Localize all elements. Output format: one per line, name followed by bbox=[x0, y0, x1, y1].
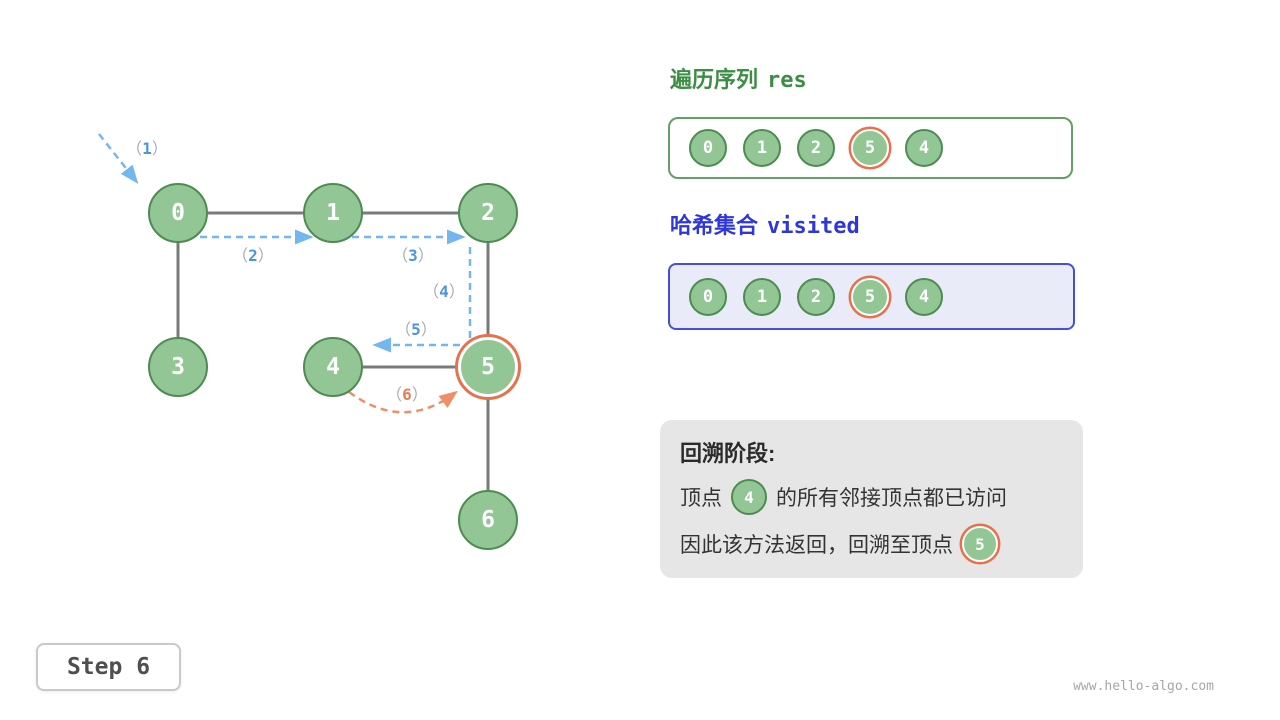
step-indicator-label: Step 6 bbox=[66, 654, 151, 680]
arrow-label-5-open: （ bbox=[395, 320, 412, 339]
arrow-label-4-num: 4 bbox=[439, 282, 449, 301]
visited-item-4: 4 bbox=[905, 277, 943, 316]
step-indicator: Step 6 bbox=[36, 643, 181, 691]
inline-node-5-label: 5 bbox=[975, 534, 985, 554]
res-item-0: 0 bbox=[689, 129, 727, 167]
arrow-label-1-open: （ bbox=[126, 139, 143, 158]
arrow-label-6-open: （ bbox=[386, 385, 403, 404]
graph-node-3: 3 bbox=[148, 337, 208, 397]
graph-node-0: 0 bbox=[148, 183, 208, 243]
graph-node-4-label: 4 bbox=[326, 354, 340, 380]
arrow-label-3-close: ） bbox=[417, 246, 434, 265]
res-item-4-label: 4 bbox=[918, 138, 930, 158]
res-item-2: 2 bbox=[797, 129, 835, 167]
arrow-label-1-num: 1 bbox=[142, 139, 152, 158]
arrow-label-6-close: ） bbox=[411, 385, 428, 404]
arrow-label-5-close: ） bbox=[420, 320, 437, 339]
backtrack-line-1: 顶点 4 的所有邻接顶点都已访问 bbox=[680, 479, 1063, 515]
res-title-code: res bbox=[767, 68, 807, 93]
inline-node-5-highlighted: 5 bbox=[962, 526, 998, 562]
traverse-arrow-1 bbox=[98, 133, 139, 184]
arrow-label-5-num: 5 bbox=[411, 320, 421, 339]
res-title-cjk: 遍历序列 bbox=[670, 67, 759, 92]
res-list-box: 0 1 2 5 4 bbox=[668, 117, 1073, 179]
visited-item-3-label: 5 bbox=[864, 286, 876, 307]
arrow-label-3-num: 3 bbox=[408, 246, 418, 265]
backtrack-line-2: 因此该方法返回，回溯至顶点 5 bbox=[680, 526, 1063, 562]
graph-node-1-label: 1 bbox=[326, 200, 340, 226]
graph-node-6-label: 6 bbox=[481, 507, 495, 533]
graph-node-2: 2 bbox=[458, 183, 518, 243]
res-item-3-label: 5 bbox=[864, 138, 876, 158]
arrow-label-6: （6） bbox=[386, 381, 428, 405]
arrow-label-4: （4） bbox=[423, 278, 465, 302]
graph-node-5-label: 5 bbox=[481, 354, 495, 380]
visited-item-4-label: 4 bbox=[918, 286, 930, 307]
visited-item-1-label: 1 bbox=[756, 286, 768, 307]
arrow-label-4-open: （ bbox=[423, 282, 440, 301]
visited-panel-title: 哈希集合 visited bbox=[670, 208, 860, 240]
arrow-label-3-open: （ bbox=[392, 246, 409, 265]
graph-node-1: 1 bbox=[303, 183, 363, 243]
res-item-1: 1 bbox=[743, 129, 781, 167]
res-item-1-label: 1 bbox=[756, 138, 768, 158]
backtrack-title: 回溯阶段: bbox=[680, 441, 776, 466]
visited-item-2-label: 2 bbox=[810, 286, 822, 307]
watermark-url: www.hello-algo.com bbox=[1073, 679, 1214, 694]
backtrack-note-box: 回溯阶段: 顶点 4 的所有邻接顶点都已访问 因此该方法返回，回溯至顶点 5 bbox=[660, 420, 1083, 578]
graph-node-6: 6 bbox=[458, 490, 518, 550]
backtrack-line2-prefix: 因此该方法返回，回溯至顶点 bbox=[680, 534, 953, 557]
visited-item-0-label: 0 bbox=[702, 286, 714, 307]
arrow-label-6-num: 6 bbox=[402, 385, 412, 404]
arrow-label-1: （1） bbox=[126, 135, 168, 159]
graph-node-2-label: 2 bbox=[481, 200, 495, 226]
res-item-3-highlighted: 5 bbox=[851, 129, 889, 167]
graph-edges-arrows-svg bbox=[98, 133, 490, 520]
arrow-label-2: （2） bbox=[232, 242, 274, 266]
visited-item-2: 2 bbox=[797, 277, 835, 316]
res-item-4: 4 bbox=[905, 129, 943, 167]
res-item-2-label: 2 bbox=[810, 138, 822, 158]
arrow-label-4-close: ） bbox=[448, 282, 465, 301]
res-panel-title: 遍历序列 res bbox=[670, 62, 807, 94]
visited-item-0: 0 bbox=[689, 277, 727, 316]
arrow-label-3: （3） bbox=[392, 242, 434, 266]
inline-node-4-label: 4 bbox=[744, 487, 754, 507]
visited-title-code: visited bbox=[767, 214, 860, 239]
backtrack-line1-suffix: 的所有邻接顶点都已访问 bbox=[776, 487, 1007, 510]
res-item-0-label: 0 bbox=[702, 138, 714, 158]
arrow-label-2-open: （ bbox=[232, 246, 249, 265]
inline-node-4: 4 bbox=[731, 479, 767, 515]
visited-item-1: 1 bbox=[743, 277, 781, 316]
arrow-label-5: （5） bbox=[395, 316, 437, 340]
backtrack-line1-prefix: 顶点 bbox=[680, 487, 722, 510]
arrow-label-1-close: ） bbox=[151, 139, 168, 158]
visited-set-box: 0 1 2 5 4 bbox=[668, 263, 1075, 330]
backtrack-arrow-6 bbox=[348, 390, 459, 414]
graph-node-5-highlighted: 5 bbox=[458, 337, 518, 397]
arrow-label-2-num: 2 bbox=[248, 246, 258, 265]
graph-node-3-label: 3 bbox=[171, 354, 185, 380]
graph-node-0-label: 0 bbox=[171, 200, 185, 226]
arrow-label-2-close: ） bbox=[257, 246, 274, 265]
graph-node-4: 4 bbox=[303, 337, 363, 397]
visited-item-3-highlighted: 5 bbox=[851, 277, 889, 316]
visited-title-cjk: 哈希集合 bbox=[670, 213, 759, 238]
